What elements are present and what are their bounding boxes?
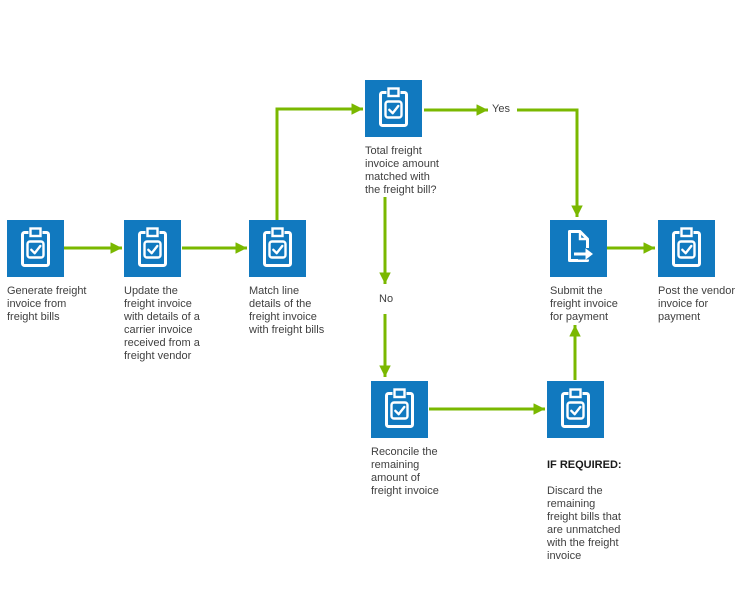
flow-node-generate-freight-invoice: Generate freight invoice from freight bi…: [7, 220, 137, 324]
flow-node-decision-total-matched: Total freight invoice amount matched wit…: [365, 80, 495, 197]
edge-label-no: No: [379, 293, 394, 305]
node-label: Generate freight invoice from freight bi…: [7, 285, 87, 323]
clipboard-check-icon: [7, 220, 64, 277]
node-label: Reconcile the remaining amount of freigh…: [371, 446, 439, 497]
flow-node-submit-for-payment: Submit the freight invoice for payment: [550, 220, 680, 324]
node-label: Match line details of the freight invoic…: [249, 285, 325, 336]
connector-match-to-total: [275, 103, 363, 220]
node-label: Submit the freight invoice for payment: [550, 285, 618, 323]
node-label: Total freight invoice amount matched wit…: [365, 145, 439, 196]
node-label-heading: IF REQUIRED:: [547, 459, 622, 471]
clipboard-check-icon: [547, 381, 604, 438]
clipboard-check-icon: [249, 220, 306, 277]
node-label-body: Discard the remaining freight bills that…: [547, 485, 621, 562]
flow-node-update-freight-invoice: Update the freight invoice with details …: [124, 220, 254, 363]
edge-label-yes: Yes: [492, 103, 510, 115]
node-label: IF REQUIRED: Discard the remaining freig…: [547, 446, 672, 576]
flow-node-reconcile-remaining: Reconcile the remaining amount of freigh…: [371, 381, 501, 498]
node-label: Post the vendor invoice for payment: [658, 285, 735, 323]
flow-node-post-vendor-invoice: Post the vendor invoice for payment: [658, 220, 735, 324]
node-label: Update the freight invoice with details …: [124, 285, 200, 362]
flow-node-discard-unmatched: IF REQUIRED: Discard the remaining freig…: [547, 381, 677, 576]
flow-node-match-line-details: Match line details of the freight invoic…: [249, 220, 379, 337]
clipboard-check-icon: [371, 381, 428, 438]
document-submit-icon: [550, 220, 607, 277]
connector-yes-to-submit: [517, 108, 583, 217]
clipboard-check-icon: [658, 220, 715, 277]
clipboard-check-icon: [365, 80, 422, 137]
clipboard-check-icon: [124, 220, 181, 277]
